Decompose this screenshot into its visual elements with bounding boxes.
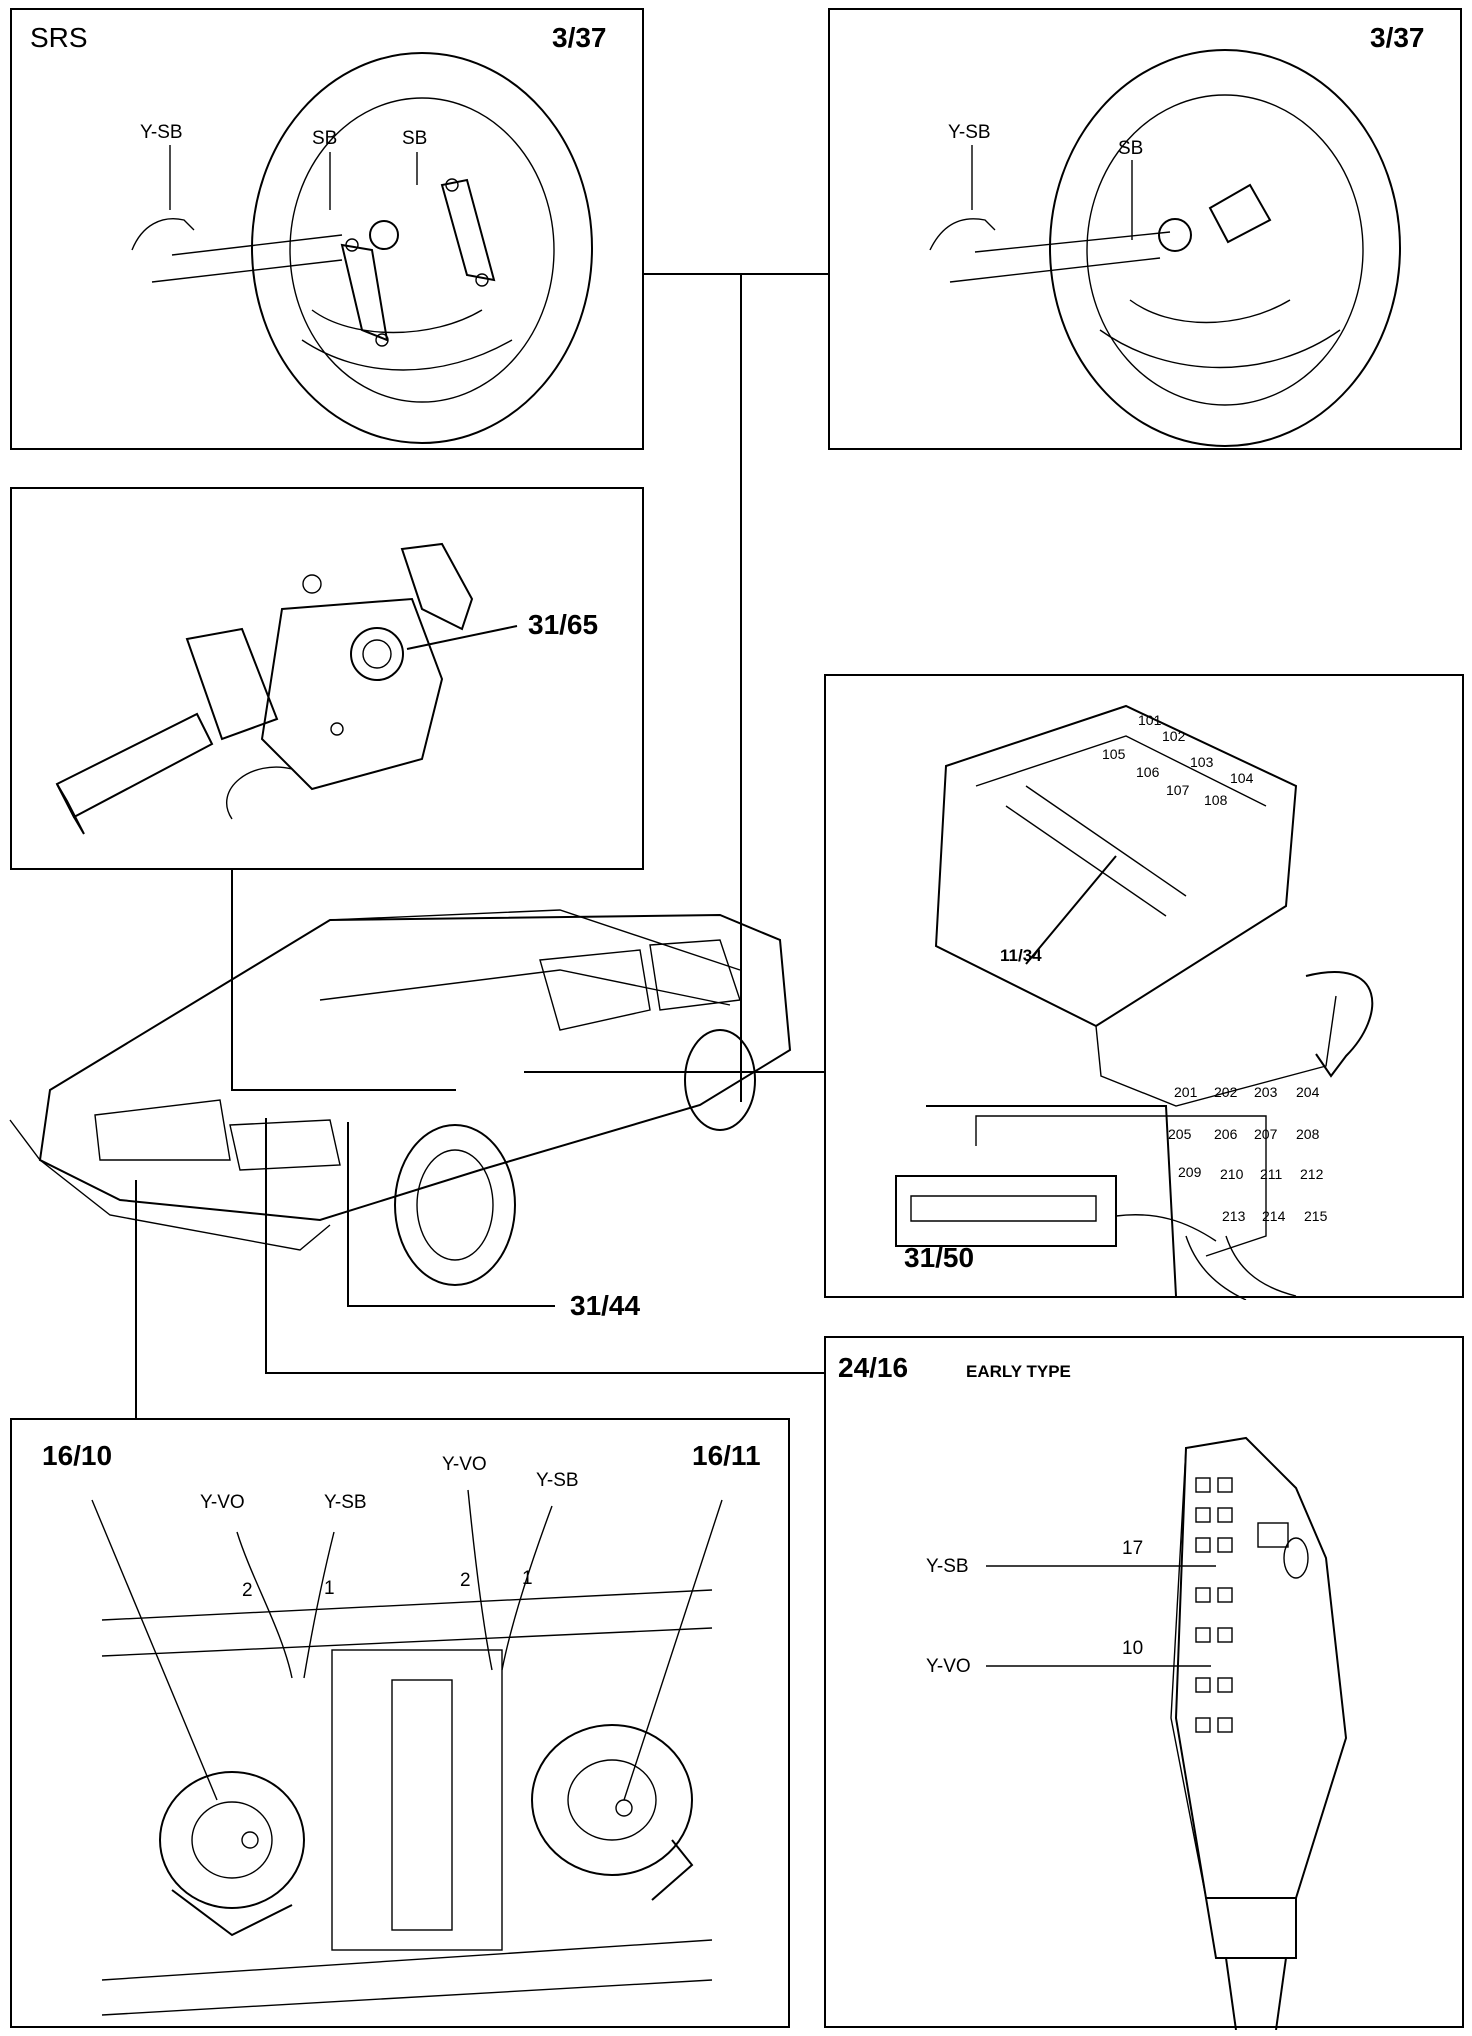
connector-ref-label: 31/50: [904, 1242, 975, 1273]
left-wire-y-sb: Y-SB: [324, 1492, 367, 1513]
connector-early-type-note: EARLY TYPE: [966, 1362, 1071, 1381]
relay-label-102: 102: [1162, 728, 1186, 744]
right-pin-2: 2: [460, 1570, 471, 1591]
connector-pin-10: 10: [1122, 1638, 1144, 1659]
connector-24-16-ref: 24/16: [838, 1352, 909, 1383]
left-wire-y-vo: Y-VO: [200, 1492, 245, 1513]
right-horn-ref: 16/11: [692, 1440, 761, 1471]
fuse-label-210: 210: [1220, 1166, 1244, 1182]
fuse-label-203: 203: [1254, 1084, 1278, 1100]
fuse-label-206: 206: [1214, 1126, 1238, 1142]
std-steering-wheel-drawing: [929, 49, 1401, 447]
panel-connector-24-16: 24/16 EARLY TYPE Y-SB Y-VO 17 10: [824, 1336, 1464, 2030]
car-drawing: [9, 909, 792, 1286]
fuse-label-204: 204: [1296, 1084, 1320, 1100]
stalk-switch-drawing: [55, 542, 518, 835]
fuse-label-207: 207: [1254, 1126, 1278, 1142]
panel-fuse-box: 101 102 103 104 105 106 107 108 11/34 20…: [824, 674, 1464, 1300]
fuse-box-drawing: [895, 704, 1374, 1300]
connector-wire-y-vo: Y-VO: [926, 1656, 971, 1677]
relay-label-104: 104: [1230, 770, 1254, 786]
std-wheel-ref-label: 3/37: [1370, 22, 1425, 53]
relay-label-105: 105: [1102, 746, 1126, 762]
fuse-label-201: 201: [1174, 1084, 1198, 1100]
relay-label-106: 106: [1136, 764, 1160, 780]
srs-title: SRS: [30, 22, 88, 53]
fuse-label-208: 208: [1296, 1126, 1320, 1142]
panel-horns: 16/10 16/11 Y-VO Y-SB Y-VO Y-SB 2 1 2 1: [10, 1418, 790, 2028]
relay-label-108: 108: [1204, 792, 1228, 808]
right-wire-y-vo: Y-VO: [442, 1454, 487, 1475]
panel-standard-steering-wheel: 3/37 Y-SB SB: [828, 8, 1462, 450]
horns-drawing: [91, 1489, 723, 2016]
srs-wire-label-sb-2: SB: [402, 128, 428, 149]
fuse-label-213: 213: [1222, 1208, 1246, 1224]
relay-label-107: 107: [1166, 782, 1190, 798]
left-horn-ref: 16/10: [42, 1440, 113, 1471]
relay-label-103: 103: [1190, 754, 1214, 770]
connector-drawing: [986, 1436, 1348, 2030]
fuse-label-209: 209: [1178, 1164, 1202, 1180]
connector-wire-y-sb: Y-SB: [926, 1556, 969, 1577]
srs-steering-wheel-drawing: [131, 52, 593, 444]
fuse-label-212: 212: [1300, 1166, 1324, 1182]
fuse-ref-label: 11/34: [1000, 946, 1042, 965]
connector-pin-17: 17: [1122, 1538, 1144, 1559]
fuse-label-202: 202: [1214, 1084, 1238, 1100]
fuse-label-205: 205: [1168, 1126, 1192, 1142]
car-ref-label: 31/44: [570, 1290, 641, 1321]
fuse-label-211: 211: [1260, 1166, 1283, 1182]
srs-wire-label-y-sb: Y-SB: [140, 122, 183, 143]
panel-stalk-switch: 31/65: [10, 487, 644, 870]
fuse-label-215: 215: [1304, 1208, 1328, 1224]
right-wire-y-sb: Y-SB: [536, 1470, 579, 1491]
srs-wire-label-sb-1: SB: [312, 128, 338, 149]
left-pin-2: 2: [242, 1580, 253, 1601]
srs-ref-label: 3/37: [552, 22, 607, 53]
relay-label-101: 101: [1138, 712, 1162, 728]
stalk-ref-label: 31/65: [528, 609, 599, 640]
car-illustration: 31/44: [0, 870, 824, 1340]
std-wire-label-y-sb: Y-SB: [948, 122, 991, 143]
left-pin-1: 1: [324, 1578, 335, 1599]
panel-srs-steering-wheel: SRS 3/37 Y-SB SB SB: [10, 8, 644, 450]
fuse-label-214: 214: [1262, 1208, 1286, 1224]
